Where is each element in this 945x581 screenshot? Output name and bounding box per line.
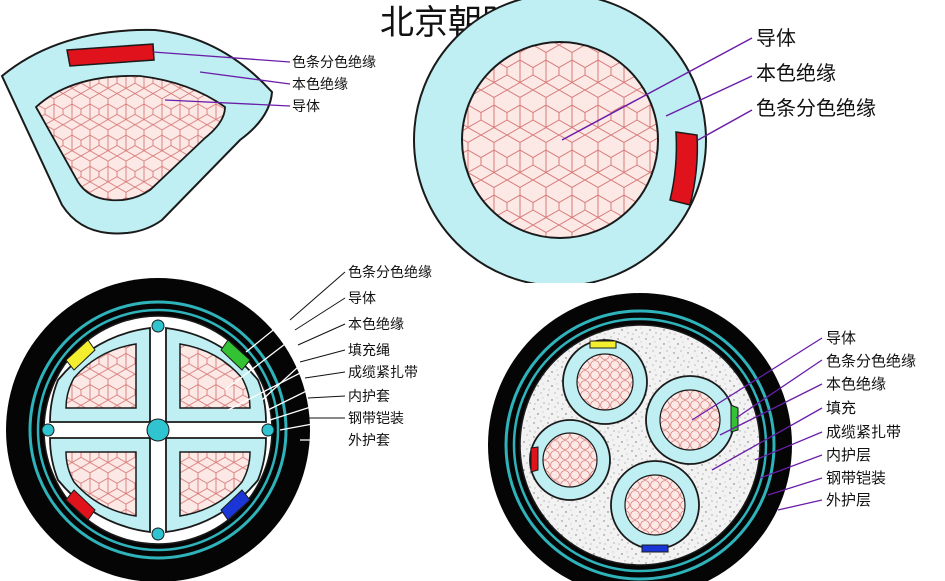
filler-cords-4 — [41, 319, 275, 541]
strip-red-4 — [65, 489, 96, 521]
strip-blue-5 — [641, 544, 669, 553]
sector-color-strip — [66, 43, 155, 67]
sector-leaders — [152, 51, 291, 107]
strip-green-4 — [220, 339, 251, 371]
label-sector-color-insulation: 色条分色绝缘 — [292, 54, 376, 71]
label-4-inner-sheath: 内护套 — [348, 389, 390, 405]
round-conductor — [461, 41, 659, 239]
strip-green-5 — [730, 404, 739, 433]
four-core-leaders — [224, 271, 346, 441]
label-5-filler: 填充 — [826, 399, 856, 417]
label-5-binder-tape: 成缆紧扎带 — [826, 423, 901, 441]
label-4-natural-insulation: 本色绝缘 — [348, 316, 404, 333]
round-color-strip — [669, 131, 699, 206]
label-5-outer-layer: 外护层 — [826, 491, 871, 509]
label-sector-natural-insulation: 本色绝缘 — [292, 76, 348, 93]
label-4-color-insulation: 色条分色绝缘 — [348, 264, 432, 281]
label-sector-conductor: 导体 — [292, 99, 320, 115]
sector-conductors-4 — [65, 343, 251, 517]
round-core-diagram: 导体 本色绝缘 色条分色绝缘 — [413, 0, 876, 283]
label-4-binder-tape: 成缆紧扎带 — [348, 365, 418, 381]
strip-red-5 — [530, 446, 539, 473]
label-5-natural-insulation: 本色绝缘 — [826, 375, 886, 393]
armor-ring-inner-4 — [36, 308, 280, 552]
cores-5 — [529, 339, 735, 550]
strip-yellow-5 — [589, 340, 617, 349]
label-5-conductor: 导体 — [826, 329, 856, 347]
label-4-outer-sheath: 外护套 — [348, 433, 390, 449]
label-round-natural-insulation: 本色绝缘 — [756, 61, 836, 85]
label-5-steel-tape-armor: 钢带铠装 — [826, 469, 886, 487]
label-round-color-insulation: 色条分色绝缘 — [756, 96, 876, 120]
strip-yellow-4 — [65, 339, 96, 371]
four-core-cable-diagram: 色条分色绝缘 导体 本色绝缘 填充绳 成缆紧扎带 内护套 钢带铠装 外护套 — [6, 264, 432, 581]
label-4-conductor: 导体 — [348, 291, 376, 307]
label-5-color-insulation: 色条分色绝缘 — [826, 352, 916, 370]
armor-ring-outer-5 — [504, 309, 776, 581]
sector-core-diagram: 色条分色绝缘 本色绝缘 导体 — [0, 28, 376, 235]
round-leaders — [561, 37, 753, 141]
strip-blue-4 — [220, 489, 251, 521]
armor-ring-inner-5 — [512, 317, 768, 573]
armor-ring-outer-4 — [28, 300, 288, 560]
sector-conductor — [34, 75, 226, 202]
five-core-leaders — [691, 337, 823, 511]
five-core-cable-diagram: 导体 色条分色绝缘 本色绝缘 填充 成缆紧扎带 内护层 钢带铠装 外护层 — [488, 293, 916, 581]
label-round-conductor: 导体 — [756, 26, 796, 50]
label-5-inner-layer: 内护层 — [826, 446, 871, 464]
label-4-filler-cord: 填充绳 — [348, 343, 390, 359]
label-4-steel-tape-armor: 钢带铠装 — [348, 411, 404, 427]
